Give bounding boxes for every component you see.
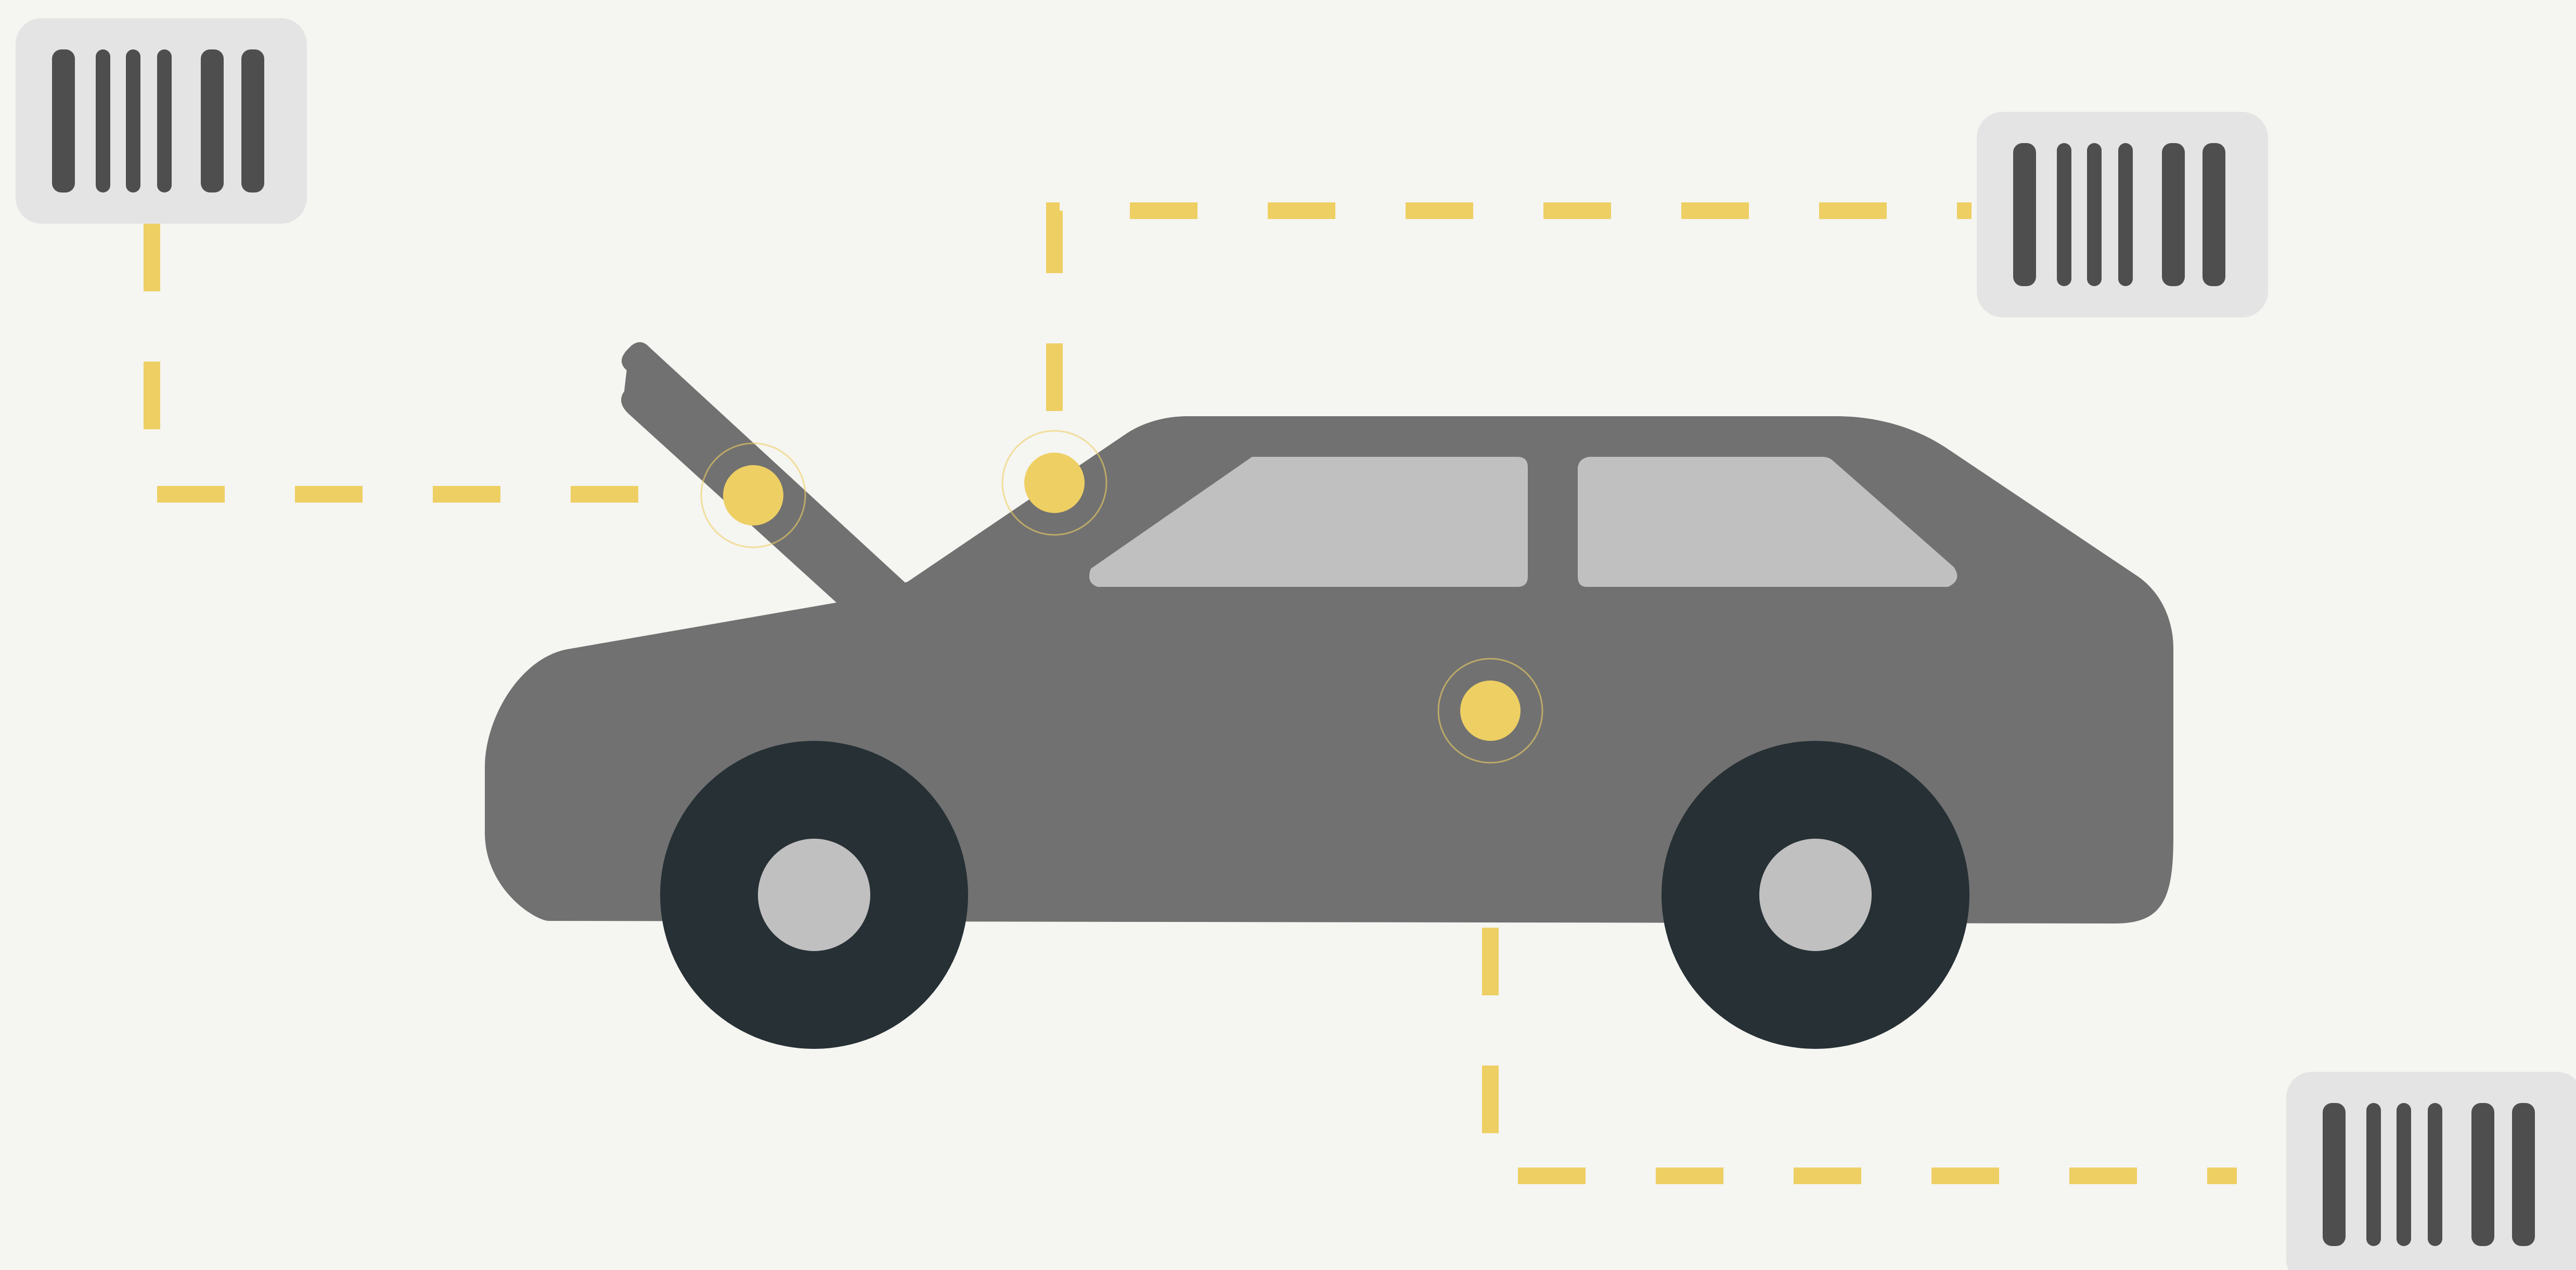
front-hub <box>758 839 870 951</box>
barcode-bar <box>2471 1103 2494 1246</box>
barcode-bottom-right <box>2286 1072 2576 1270</box>
barcode-bar <box>2323 1103 2346 1246</box>
barcode-top-right <box>1977 112 2268 317</box>
door-panel-point-dot <box>1460 681 1521 741</box>
barcode-bar <box>52 49 75 193</box>
barcode-bar <box>201 49 224 193</box>
barcode-bar <box>2013 143 2036 286</box>
barcode-bar <box>2203 143 2225 286</box>
windshield-base-point-dot <box>1024 453 1085 513</box>
hood-latch-point-dot <box>723 465 783 525</box>
barcode-top-left <box>16 18 307 224</box>
barcode-bar <box>2366 1103 2381 1246</box>
barcode-bar <box>2397 1103 2411 1246</box>
rear-hub <box>1759 839 1872 951</box>
rear-wheel <box>1661 741 1969 1049</box>
barcode-bar <box>2118 143 2133 286</box>
barcode-bar <box>2057 143 2071 286</box>
barcode-bar <box>96 49 110 193</box>
barcode-bar <box>126 49 140 193</box>
barcode-bar <box>241 49 264 193</box>
front-wheel <box>660 741 968 1049</box>
barcode-bar <box>2428 1103 2442 1246</box>
barcode-bar <box>2512 1103 2535 1246</box>
barcode-bar <box>2162 143 2185 286</box>
barcode-bar <box>2087 143 2102 286</box>
barcode-bar <box>157 49 172 193</box>
